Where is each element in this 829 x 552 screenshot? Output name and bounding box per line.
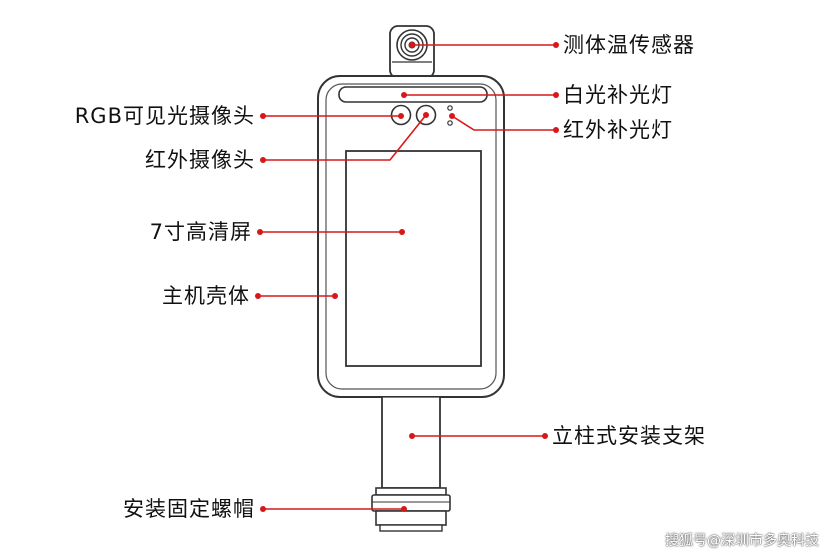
leader-ir-camera — [263, 114, 427, 161]
label-stand: 立柱式安装支架 — [552, 424, 706, 448]
stand-pole — [378, 396, 444, 489]
temperature-sensor — [389, 25, 435, 79]
label-rgb-camera: RGB可见光摄像头 — [74, 104, 255, 128]
mounting-nut — [371, 487, 451, 532]
label-white-fill-light: 白光补光灯 — [563, 83, 673, 107]
leader-lines — [255, 42, 559, 512]
label-screen: 7寸高清屏 — [149, 220, 252, 244]
label-nut: 安装固定螺帽 — [123, 497, 255, 521]
ir-fill-light — [447, 105, 453, 126]
label-temp-sensor: 测体温传感器 — [563, 33, 695, 57]
label-housing: 主机壳体 — [162, 284, 250, 308]
watermark: 搜狐号@深圳市多奥科技 — [665, 533, 819, 549]
label-ir-camera: 红外摄像头 — [145, 148, 255, 172]
screen — [345, 150, 482, 367]
leader-ir-light — [451, 115, 556, 131]
label-ir-fill-light: 红外补光灯 — [563, 118, 673, 142]
